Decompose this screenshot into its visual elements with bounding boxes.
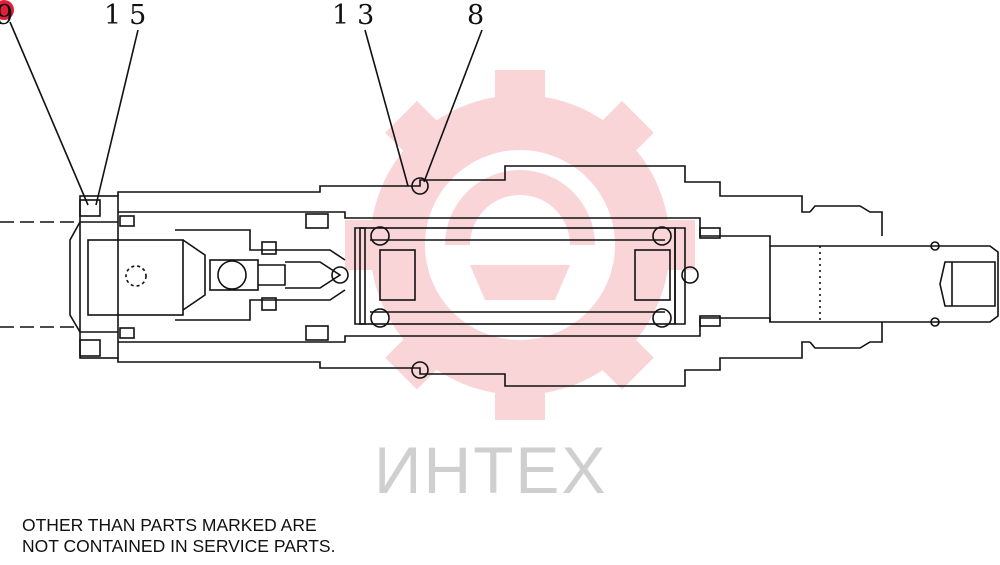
seal-rings: [79, 177, 940, 379]
marker-dot: [0, 0, 14, 20]
callout-15: 15: [104, 0, 155, 31]
leader-15: [95, 29, 139, 206]
leader-9: [9, 21, 89, 206]
watermark-text: ИНТЕХ: [374, 433, 608, 507]
callout-8: 8: [467, 0, 485, 31]
leader-8: [423, 29, 483, 183]
service-parts-note: OTHER THAN PARTS MARKED ARE NOT CONTAINE…: [22, 515, 335, 557]
leader-13: [364, 29, 409, 187]
note-line-2: NOT CONTAINED IN SERVICE PARTS.: [22, 536, 336, 556]
leader-lines: [9, 21, 483, 206]
callout-13: 13: [332, 0, 383, 31]
note-line-1: OTHER THAN PARTS MARKED ARE: [22, 515, 317, 535]
valve-outline: [0, 165, 999, 387]
callout-9: 9: [0, 0, 14, 31]
